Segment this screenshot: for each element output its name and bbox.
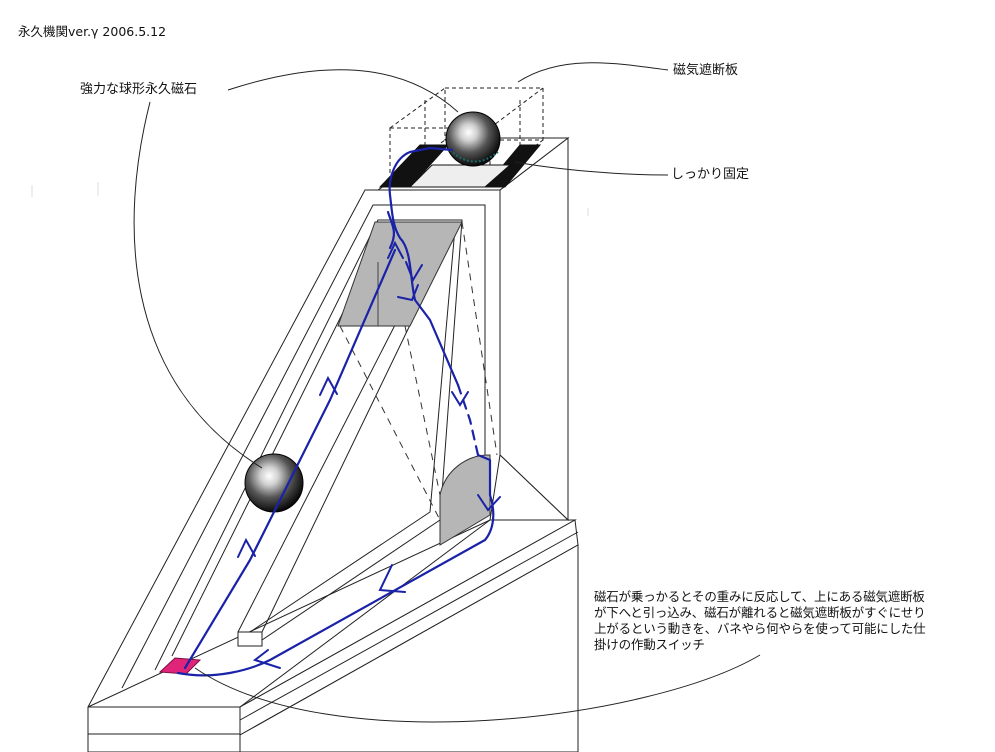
path-arrows bbox=[237, 240, 501, 669]
ramp-shadows bbox=[337, 221, 491, 546]
label-firmly-fixed: しっかり固定 bbox=[671, 167, 750, 182]
ramp-frame bbox=[87, 189, 501, 708]
arrow-left-2 bbox=[252, 649, 281, 669]
dashed-guides bbox=[339, 221, 498, 521]
arrow-left-1 bbox=[378, 564, 406, 593]
arrow-up-3 bbox=[387, 240, 404, 259]
magnet-ball-top bbox=[445, 111, 501, 167]
arrow-up-2 bbox=[319, 375, 338, 396]
label-spherical-magnet: 強力な球形永久磁石 bbox=[80, 82, 198, 97]
leader-magnet bbox=[227, 69, 459, 113]
arrow-down-4 bbox=[477, 494, 501, 512]
magnet-ball-top-base bbox=[449, 149, 499, 163]
leader-shield bbox=[517, 62, 669, 83]
arrow-down-1 bbox=[405, 261, 423, 283]
arrow-up-1 bbox=[237, 537, 256, 558]
label-magnetic-shield: 磁気遮断板 bbox=[673, 63, 739, 78]
arrow-down-2 bbox=[397, 284, 419, 302]
diagram-title: 永久機関ver.γ 2006.5.12 bbox=[18, 24, 167, 39]
base-block bbox=[87, 519, 579, 752]
fixed-plate bbox=[378, 144, 542, 188]
leader-fixed bbox=[514, 161, 669, 176]
leader-lines bbox=[133, 62, 761, 723]
arrow-down-3 bbox=[451, 391, 469, 407]
label-switch-description: 磁石が乗っかるとその重みに反応して、上にある磁気遮断板が下へと引っ込み、磁石が離… bbox=[594, 589, 926, 652]
leader-magnet-ramp bbox=[133, 101, 263, 469]
faint-marks bbox=[31, 182, 589, 216]
leader-switch bbox=[194, 654, 761, 723]
